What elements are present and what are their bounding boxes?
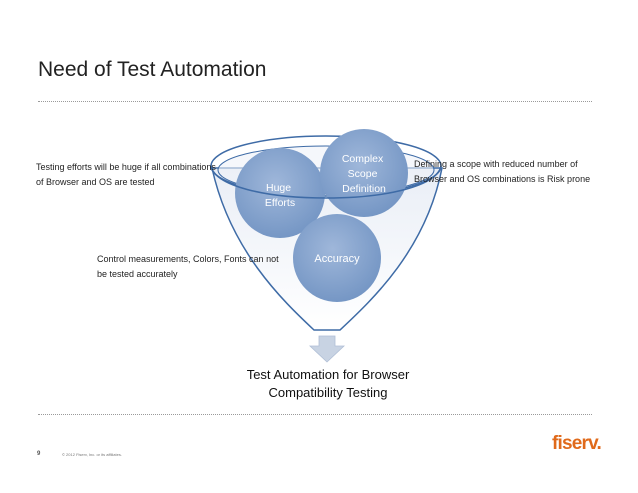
outcome-text: Test Automation for Browser Compatibilit… [246,367,410,400]
circle-label-huge-efforts: Huge Efforts [265,182,295,209]
note-accuracy: Control measurements, Colors, Fonts can … [97,254,279,279]
page-number: 9 [37,451,41,457]
circle-label-complex-scope: Complex Scope Definition [342,153,386,195]
circle-label-accuracy: Accuracy [314,253,360,265]
circle-complex-scope [320,129,408,217]
circle-accuracy [293,214,381,302]
funnel-rim-front [210,165,442,199]
footer-divider [38,414,592,415]
title-divider [38,101,592,102]
slide-title: Need of Test Automation [38,58,267,81]
copyright-text: © 2012 Fiserv, Inc. or its affiliates. [62,452,122,457]
note-complex-scope: Defining a scope with reduced number of … [414,159,591,184]
fiserv-logo: fiserv. [552,433,602,454]
note-huge-efforts: Testing efforts will be huge if all comb… [36,162,216,187]
circle-huge-efforts [235,148,325,238]
down-arrow-icon [308,335,346,363]
